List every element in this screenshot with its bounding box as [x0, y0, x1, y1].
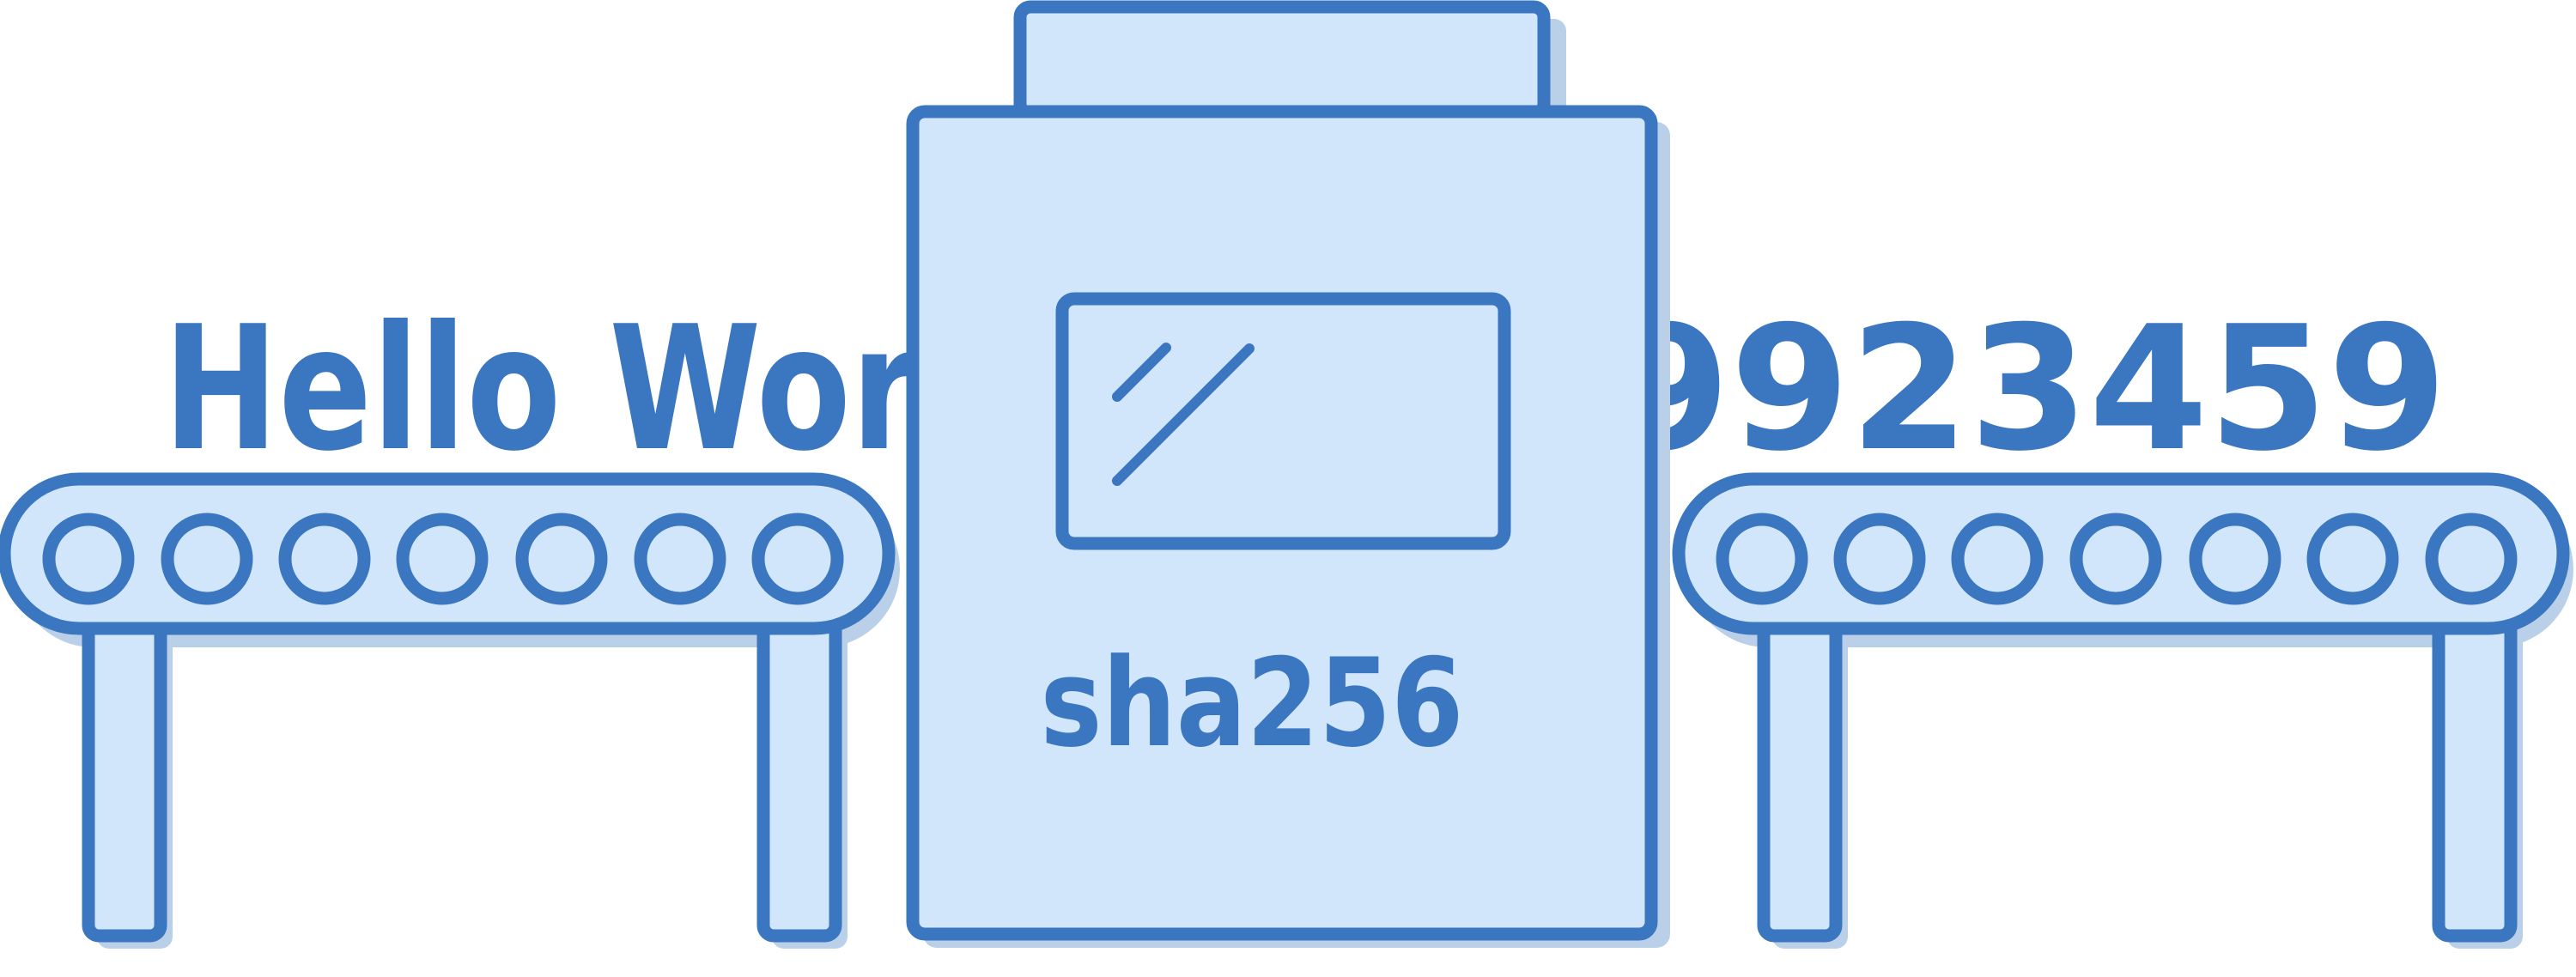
right-belt-rollers	[1716, 513, 2518, 605]
output-text-group: b94d27b9934d3e08a52e52d7da7dabfac484efe3…	[0, 289, 2447, 489]
hashing-machine: sha256	[906, 0, 1670, 948]
roller	[396, 513, 489, 605]
roller	[2306, 513, 2399, 605]
output-conveyor-belt	[1672, 472, 2573, 949]
left-belt-leg-1	[82, 598, 167, 943]
roller	[1833, 513, 1926, 605]
roller	[161, 513, 253, 605]
roller	[42, 513, 135, 605]
roller	[278, 513, 371, 605]
input-text-group: Hello World	[163, 289, 1065, 489]
roller	[515, 513, 608, 605]
machine-screen	[1055, 292, 1511, 550]
roller	[634, 513, 726, 605]
roller	[2425, 513, 2518, 605]
machine-label: sha256	[1041, 633, 1464, 774]
input-conveyor-belt	[0, 472, 900, 949]
screen-glare-icon	[1112, 343, 1255, 486]
roller	[1716, 513, 1808, 605]
roller	[2189, 513, 2281, 605]
left-belt-leg-2	[756, 598, 842, 943]
left-belt-rollers	[42, 513, 844, 605]
roller	[751, 513, 844, 605]
roller	[1951, 513, 2044, 605]
output-hash-text: b94d27b9934d3e08a52e52d7da7dabfac484efe3…	[0, 289, 2447, 489]
right-belt-leg-2	[2432, 598, 2518, 943]
right-belt-leg-1	[1757, 598, 1843, 943]
input-text: Hello World	[163, 289, 1065, 489]
machine-hopper	[1013, 0, 1551, 121]
roller	[2069, 513, 2162, 605]
